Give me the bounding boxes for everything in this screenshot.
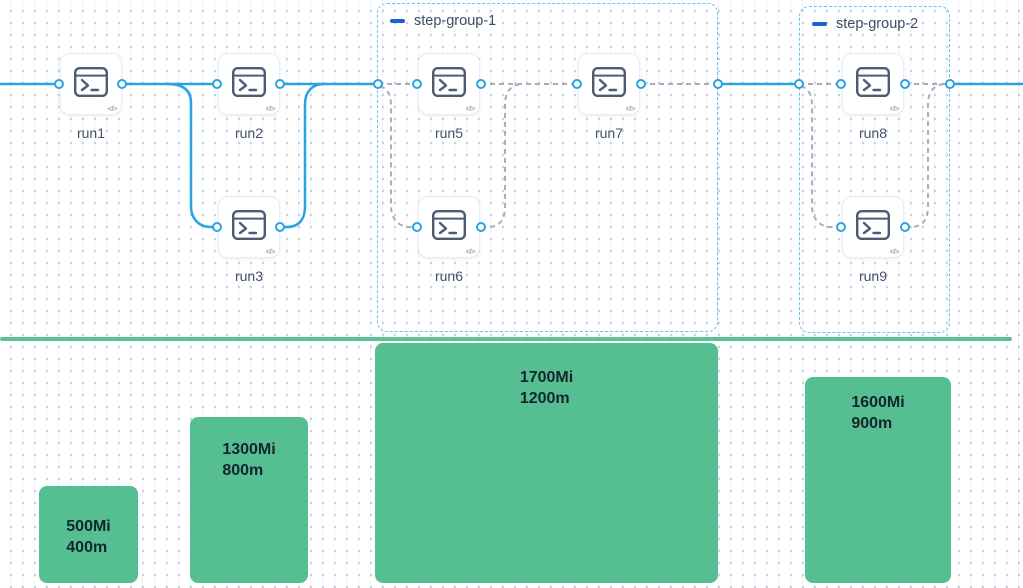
edge-run1-run3[interactable]: [166, 82, 219, 229]
code-icon: </>: [265, 247, 276, 256]
collapse-dash-icon[interactable]: [390, 19, 405, 23]
node-label-run7: run7: [594, 125, 624, 141]
resource-bar-step-group-2: 1600Mi 900m: [805, 377, 951, 583]
terminal-icon: [592, 67, 627, 98]
resource-bar-text: 500Mi 400m: [66, 518, 111, 556]
node-label-run8: run8: [858, 125, 888, 141]
node-label-run2: run2: [234, 125, 264, 141]
edge-run3-out[interactable]: [278, 82, 326, 229]
code-icon: </>: [889, 104, 900, 113]
port-run3-out[interactable]: [274, 221, 285, 232]
node-run6[interactable]: </>: [418, 196, 480, 258]
step-group-1-header: step-group-1: [390, 13, 496, 29]
port-run6-out[interactable]: [475, 221, 486, 232]
port-run8-out[interactable]: [899, 78, 910, 89]
node-run3[interactable]: </>: [218, 196, 280, 258]
node-run2[interactable]: </>: [218, 53, 280, 115]
edge-run9-out[interactable]: [905, 83, 947, 228]
terminal-icon: [432, 67, 467, 98]
port-run2-in[interactable]: [211, 78, 222, 89]
port-run7-out[interactable]: [635, 78, 646, 89]
port-run1-out[interactable]: [116, 78, 127, 89]
code-icon: </>: [465, 247, 476, 256]
code-icon: </>: [625, 104, 636, 113]
resource-bar-step-group-1: 1700Mi 1200m: [375, 343, 718, 583]
separator-line: [0, 337, 1012, 341]
step-group-2-header: step-group-2: [812, 16, 918, 32]
step-group-label: step-group-1: [414, 13, 497, 29]
port-group1-in[interactable]: [372, 78, 383, 89]
code-icon: </>: [265, 104, 276, 113]
port-group2-out[interactable]: [944, 78, 955, 89]
resource-bar-text: 1600Mi 900m: [851, 394, 905, 432]
collapse-dash-icon[interactable]: [812, 22, 827, 26]
node-run7[interactable]: </>: [578, 53, 640, 115]
node-run9[interactable]: </>: [842, 196, 904, 258]
port-group2-in[interactable]: [793, 78, 804, 89]
node-label-run6: run6: [434, 268, 464, 284]
port-run5-out[interactable]: [475, 78, 486, 89]
node-run5[interactable]: </>: [418, 53, 480, 115]
code-icon: </>: [107, 104, 118, 113]
step-group-label: step-group-2: [836, 16, 919, 32]
node-label-run3: run3: [234, 268, 264, 284]
node-label-run9: run9: [858, 268, 888, 284]
node-label-run1: run1: [76, 125, 106, 141]
port-run2-out[interactable]: [274, 78, 285, 89]
port-run9-out[interactable]: [899, 221, 910, 232]
terminal-icon: [432, 210, 467, 241]
port-run3-in[interactable]: [211, 221, 222, 232]
node-run1[interactable]: </>: [60, 53, 122, 115]
resource-bar-run1: 500Mi 400m: [39, 486, 138, 583]
resource-bar-text: 1700Mi 1200m: [519, 369, 574, 407]
code-icon: </>: [465, 104, 476, 113]
terminal-icon: [856, 67, 891, 98]
port-run9-in[interactable]: [835, 221, 846, 232]
code-icon: </>: [889, 247, 900, 256]
node-run8[interactable]: </>: [842, 53, 904, 115]
step-group-1[interactable]: step-group-1: [377, 3, 718, 332]
resource-bar-run2: 1300Mi 800m: [190, 417, 308, 583]
step-group-2[interactable]: step-group-2: [799, 6, 950, 333]
port-run6-in[interactable]: [411, 221, 422, 232]
terminal-icon: [856, 210, 891, 241]
terminal-icon: [232, 210, 267, 241]
node-label-run5: run5: [434, 125, 464, 141]
port-run5-in[interactable]: [411, 78, 422, 89]
port-run8-in[interactable]: [835, 78, 846, 89]
edge-run6-out[interactable]: [481, 83, 524, 228]
port-group1-out[interactable]: [712, 78, 723, 89]
resource-bar-text: 1300Mi 800m: [222, 441, 276, 479]
terminal-icon: [232, 67, 267, 98]
port-run7-in[interactable]: [571, 78, 582, 89]
terminal-icon: [74, 67, 109, 98]
port-run1-in[interactable]: [53, 78, 64, 89]
